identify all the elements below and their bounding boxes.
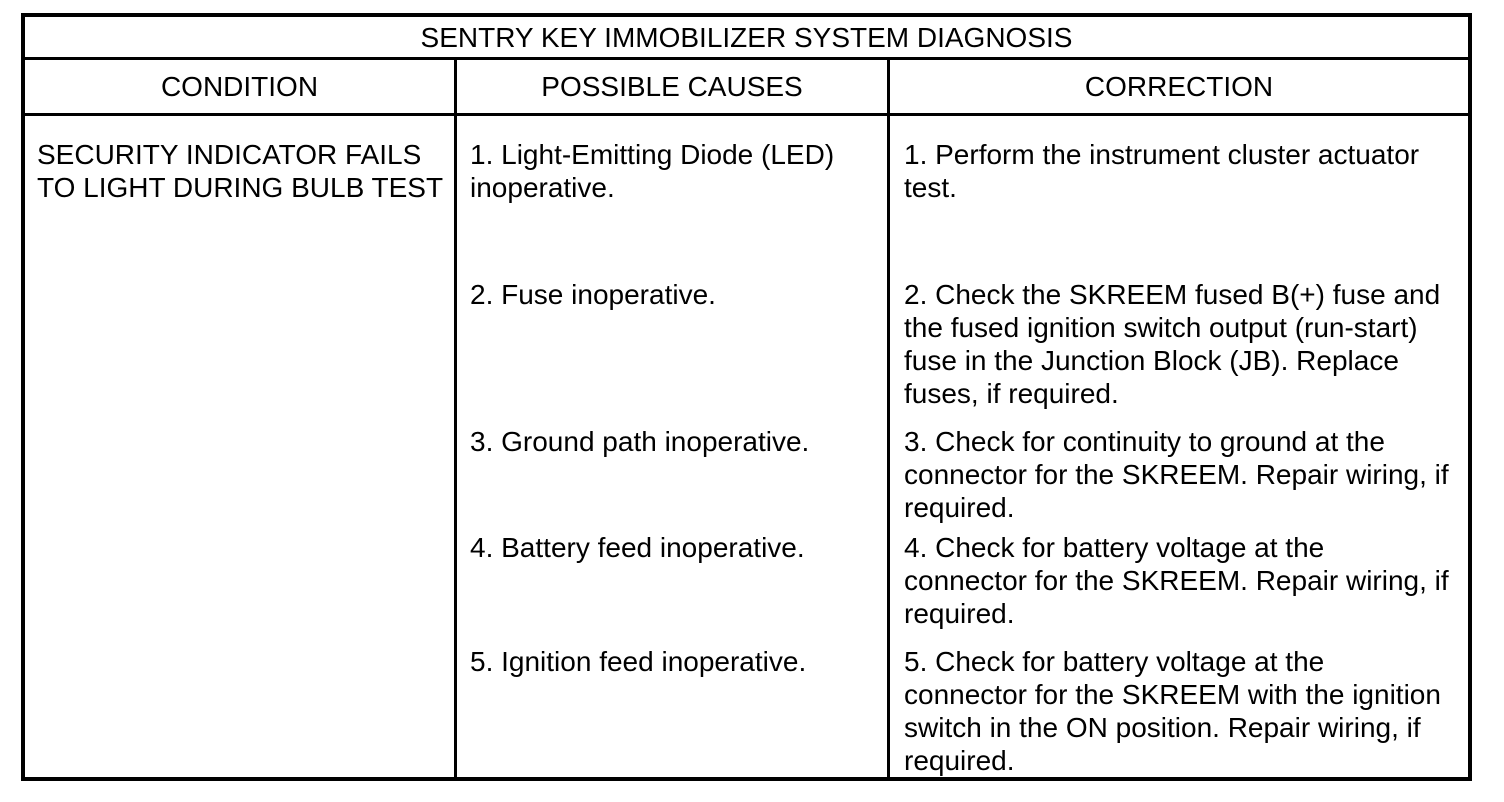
table-body: SECURITY INDICATOR FAILS TO LIGHT DURING… (25, 116, 1468, 777)
table-header-row: CONDITION POSSIBLE CAUSES CORRECTION (25, 60, 1468, 116)
table-title: SENTRY KEY IMMOBILIZER SYSTEM DIAGNOSIS (25, 17, 1468, 61)
cause-cell: 5. Ignition feed inoperative. (457, 623, 890, 777)
correction-cell: 4. Check for battery voltage at the conn… (904, 532, 1449, 629)
column-header-condition: CONDITION (25, 60, 457, 113)
diagnosis-table: SENTRY KEY IMMOBILIZER SYSTEM DIAGNOSIS … (21, 13, 1472, 781)
correction-cell: 3. Check for continuity to ground at the… (904, 426, 1449, 523)
cause-cell: 1. Light-Emitting Diode (LED) inoperativ… (457, 116, 890, 256)
correction-cell: 2. Check the SKREEM fused B(+) fuse and … (904, 279, 1441, 409)
correction-cell: 5. Check for battery voltage at the conn… (904, 646, 1441, 776)
column-header-correction: CORRECTION (1084, 71, 1274, 103)
cause-cell: 4. Battery feed inoperative. (457, 509, 890, 623)
column-header-possible-causes: POSSIBLE CAUSES (457, 60, 890, 113)
cause-cell: 2. Fuse inoperative. (457, 256, 890, 403)
correction-cell: 1. Perform the instrument cluster actuat… (904, 139, 1420, 203)
cause-cell: 3. Ground path inoperative. (457, 403, 890, 509)
condition-cell: SECURITY INDICATOR FAILS TO LIGHT DURING… (25, 116, 457, 777)
